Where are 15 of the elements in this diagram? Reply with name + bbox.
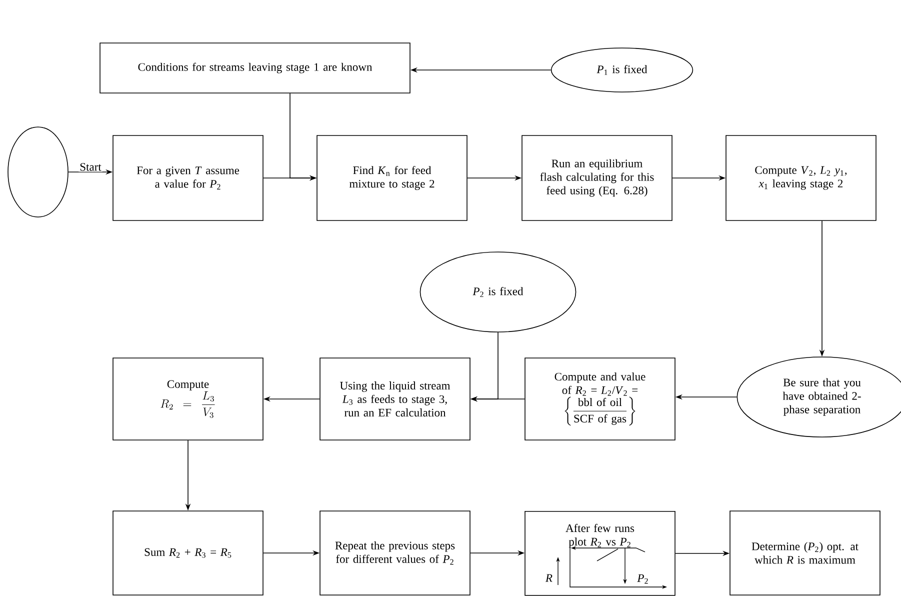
process-box: Using the liquid stream L$_{3}$ as feeds to stage 3, run an EF calculation [320, 358, 470, 440]
process-box: Run an equilibrium flash calculating for this feed using (Eq. 6.28) [522, 135, 672, 221]
terminal-ellipse [8, 126, 68, 218]
axis-label: R [545, 574, 552, 582]
process-box: Repeat the previous steps for different values of P$_{2}$ [320, 510, 470, 596]
process-box: Compute and value of R$_{2}$ = L$_{2}$/V$_{2}$ = $\left\{\frac{\text{bbl of oil}}{\text{SCF of gas}}\right\}$ [524, 358, 676, 440]
process-box: Determine (P$_{2}$) opt. at which R is maximum [730, 510, 880, 596]
process-box: For a given T assume a value for P$_{2}$ [112, 135, 264, 221]
process-box: Compute V$_{2}$, L$_{2}$ y$_{1}$, x$_{1}$ leaving stage 2 [726, 135, 876, 221]
process-box: Find K$_{n}$ for feed mixture to stage 2 [316, 135, 468, 221]
process-box: Sum R$_{2}$ + R$_{3}$ = R$_{5}$ [112, 510, 264, 596]
axis-label: P$_{2}$ [637, 574, 648, 584]
process-box: Compute $R_2 = \frac{L_3}{V_3}$ [112, 358, 264, 440]
process-box: Conditions for streams leaving stage 1 are known [100, 42, 410, 94]
edge-label: Start [78, 162, 102, 172]
